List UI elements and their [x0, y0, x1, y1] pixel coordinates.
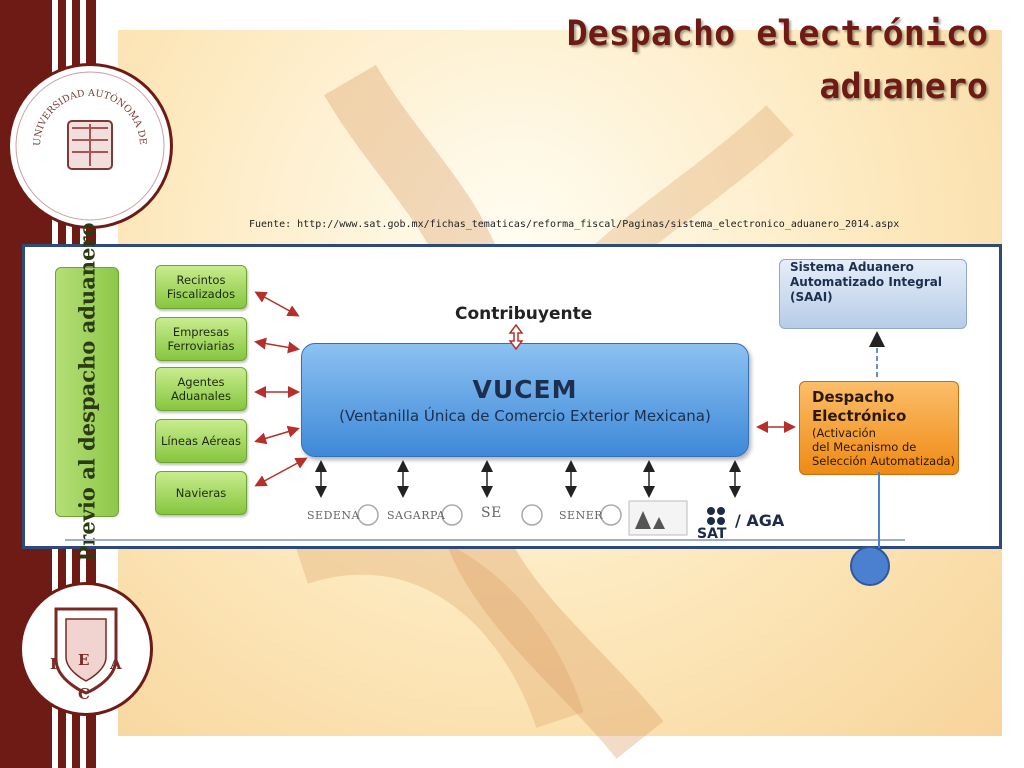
- contribuyente-label: Contribuyente: [455, 304, 593, 324]
- bellas-artes-logo: [628, 500, 688, 536]
- despacho-title: Despacho: [812, 388, 895, 406]
- se-logo-text: SE: [481, 505, 502, 521]
- despacho-electronico-box: Despacho Electrónico (Activación del Mec…: [799, 381, 959, 475]
- box-label: Fiscalizados: [166, 287, 236, 301]
- contribuyente-vucem-arrow: [508, 323, 524, 351]
- arrow-empresas: [254, 337, 300, 354]
- sagarpa-logo-text: SAGARPA: [387, 509, 446, 522]
- saai-label: Sistema Aduanero: [790, 260, 914, 274]
- box-label: Líneas Aéreas: [161, 434, 241, 448]
- diagram-frame: Previo al despacho aduanero Recintos Fis…: [22, 222, 1002, 562]
- despacho-title: Electrónico: [812, 407, 907, 425]
- bellas-artes-logo-mark: [635, 511, 665, 529]
- mexico-emblem-icon: [357, 504, 379, 526]
- saai-label: (SAAI): [790, 290, 833, 304]
- recintos-fiscalizados-box: Recintos Fiscalizados: [155, 265, 247, 309]
- box-label: Navieras: [175, 486, 227, 500]
- sat-icon: [707, 507, 725, 525]
- navieras-box: Navieras: [155, 471, 247, 515]
- slide-title: Despacho electrónico aduanero: [567, 8, 988, 114]
- vucem-box: VUCEM (Ventanilla Única de Comercio Exte…: [301, 343, 749, 457]
- slide-title-line: Despacho electrónico: [566, 14, 988, 54]
- despacho-desc: (Activación: [812, 426, 876, 440]
- mexico-emblem-icon: [600, 504, 622, 526]
- seal-letter: A: [109, 655, 122, 673]
- mexico-emblem-icon: [521, 504, 543, 526]
- diagram-connectors: [65, 291, 905, 541]
- sedena-logo-text: SEDENA: [307, 509, 360, 522]
- seal-letter: I: [50, 655, 57, 673]
- saai-label: Automatizado Integral: [790, 275, 942, 289]
- seal-letter: C: [78, 685, 90, 703]
- empresas-ferroviarias-box: Empresas Ferroviarias: [155, 317, 247, 361]
- box-label: Aduanales: [171, 389, 231, 403]
- box-label: Agentes: [177, 375, 225, 389]
- university-seal-top: UNIVERSIDAD AUTÓNOMA DEL ESTADO DE HIDAL…: [6, 58, 170, 226]
- lineas-aereas-box: Líneas Aéreas: [155, 419, 247, 463]
- sener-logo-text: SENER: [559, 509, 604, 522]
- slide-title-line: aduanero: [819, 67, 988, 107]
- aga-label: / AGA: [735, 511, 785, 530]
- mexico-emblem-icon: [441, 504, 463, 526]
- vucem-subtitle: (Ventanilla Única de Comercio Exterior M…: [339, 407, 711, 425]
- previo-despacho-box: Previo al despacho aduanero: [55, 222, 119, 562]
- arrow-navieras: [254, 457, 308, 487]
- box-label: Recintos: [176, 273, 226, 287]
- connector-line: [878, 472, 880, 548]
- arrow-lineas: [254, 425, 300, 445]
- icea-seal-bottom: I C E A: [22, 585, 150, 713]
- despacho-desc: Selección Automatizada): [812, 454, 956, 468]
- slide-marker-dot: [850, 546, 890, 586]
- source-citation: Fuente: http://www.sat.gob.mx/fichas_tem…: [249, 219, 900, 230]
- vucem-title: VUCEM: [472, 375, 578, 404]
- despacho-desc: del Mecanismo de: [812, 440, 917, 454]
- agentes-aduanales-box: Agentes Aduanales: [155, 367, 247, 411]
- box-label: Empresas: [172, 325, 230, 339]
- sat-label: SAT: [697, 526, 727, 542]
- saai-box: Sistema Aduanero Automatizado Integral (…: [779, 259, 967, 329]
- arrow-recintos: [254, 291, 300, 317]
- box-label: Ferroviarias: [167, 339, 235, 353]
- seal-letter: E: [78, 651, 89, 669]
